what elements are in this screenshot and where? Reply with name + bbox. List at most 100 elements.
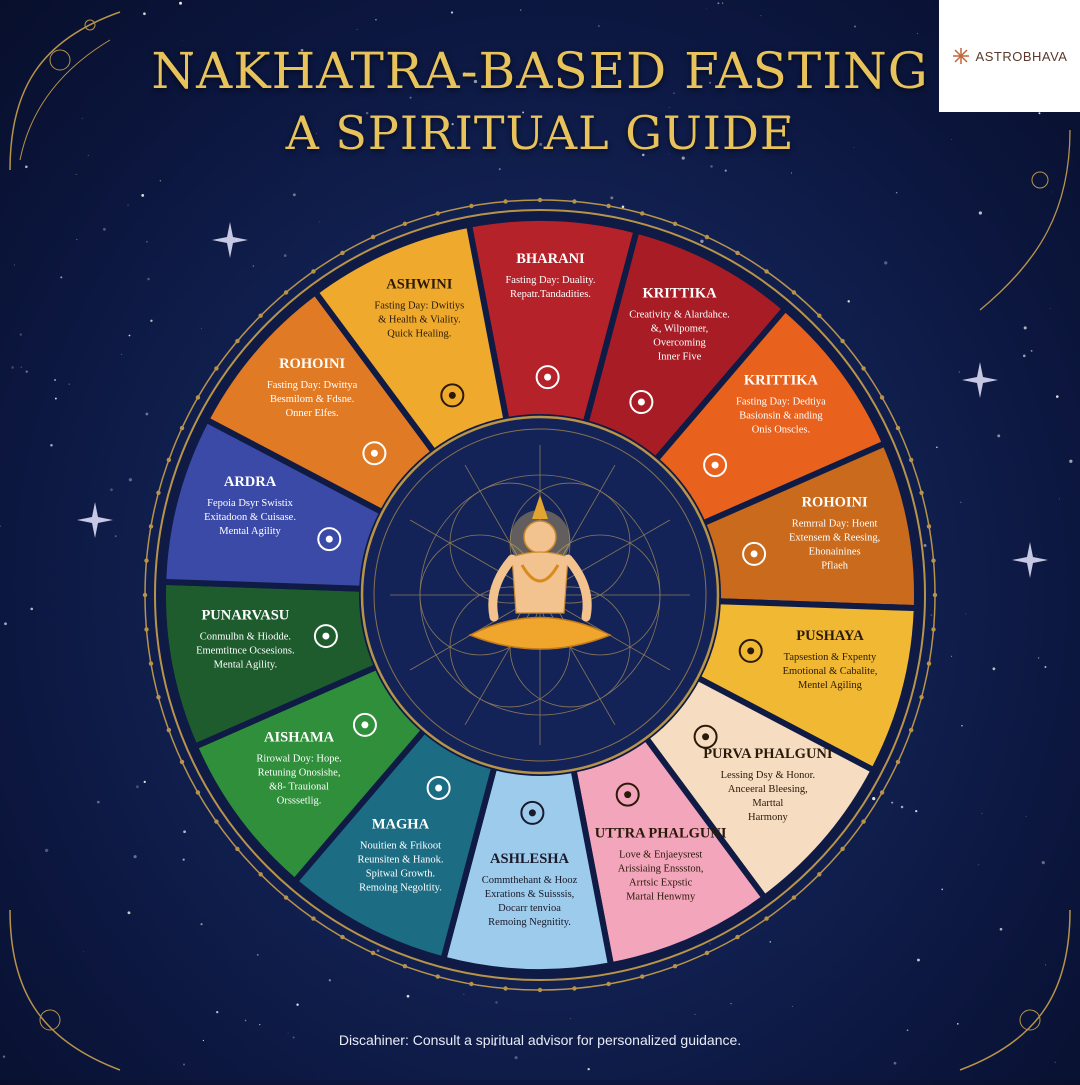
ring-bead [817, 872, 822, 877]
segment-detail-line: Mental Agility [219, 526, 281, 537]
ring-bead [156, 695, 161, 700]
ring-bead [908, 457, 914, 463]
ring-bead [283, 290, 289, 295]
shield-icon [520, 800, 545, 825]
aries-symbol-icon [362, 441, 387, 466]
ring-bead [861, 819, 866, 824]
bow-icon [313, 624, 338, 649]
segment-detail-line: Fasting Day: Duality. [505, 275, 595, 286]
ring-bead [214, 366, 219, 371]
segment-detail-line: Quick Healing. [387, 328, 451, 339]
ring-bead [931, 558, 936, 563]
meditating-deity-icon [468, 495, 612, 650]
hammock-icon [615, 782, 640, 807]
segment-detail-line: Arissiaing Enssston, [618, 864, 704, 875]
ring-bead [144, 627, 149, 632]
segment-detail-line: Fepoia Dsyr Swistix [207, 498, 294, 509]
bow-arrow-icon [738, 638, 763, 663]
ring-bead [370, 950, 376, 956]
segment-title: KRITTIKA [642, 285, 717, 301]
segment-title: ARDRA [224, 474, 277, 490]
segment-title: UTTRA PHALGUNI [595, 826, 727, 842]
ring-bead [156, 490, 161, 495]
ring-bead [166, 727, 172, 733]
ring-bead [258, 872, 263, 877]
ring-bead [572, 199, 577, 204]
segment-detail-line: Pflaeh [821, 560, 849, 571]
ring-bead [572, 986, 577, 991]
segment-title: MAGHA [372, 817, 430, 833]
ring-bead [235, 338, 240, 344]
ring-bead [402, 963, 408, 969]
ring-bead [195, 790, 201, 795]
brand-name: ASTROBHAVA [975, 48, 1068, 64]
ring-bead [537, 987, 543, 993]
segment-detail-line: Reunsiten & Hanok. [357, 855, 443, 866]
segment-detail-line: Creativity & Alardahce. [629, 309, 730, 320]
ring-bead [640, 974, 645, 979]
ring-bead [926, 524, 932, 529]
ring-bead [503, 986, 508, 991]
segment-detail-line: Conmulbn & Hiodde. [200, 632, 291, 643]
ring-bead [672, 221, 678, 227]
segment-title: ROHOINI [802, 494, 868, 510]
ring-bead [791, 290, 797, 295]
ring-bead [791, 895, 797, 900]
ring-bead [919, 695, 924, 700]
ring-bead [258, 313, 263, 318]
ring-bead [340, 250, 345, 256]
ring-bead [144, 558, 149, 563]
serpent-icon [426, 775, 451, 800]
segment-title: AISHAMA [264, 730, 335, 746]
segment-detail-line: & Health & Viality. [378, 314, 460, 325]
ring-bead [537, 197, 543, 203]
segment-detail-line: Retuning Onosishe, [258, 768, 341, 779]
brand-logo[interactable]: ASTROBHAVA [939, 0, 1080, 112]
segment-detail-line: Marttal [752, 798, 783, 809]
flame-icon [703, 453, 728, 478]
ring-bead [402, 221, 408, 227]
coiled-snake-icon [352, 712, 377, 737]
ring-bead [931, 627, 936, 632]
segment-detail-line: Emotional & Cabalite, [783, 666, 878, 677]
segment-detail-line: Exrations & Suisssis, [485, 889, 575, 900]
ring-bead [817, 313, 822, 318]
segment-detail-line: Docarr tenvioa [498, 903, 561, 914]
ring-bead [503, 199, 508, 204]
segment-detail-line: Anceeral Bleesing, [728, 784, 808, 795]
segment-detail-line: Ehonainines [809, 546, 861, 557]
segment-detail-line: &8- Trauional [269, 782, 329, 793]
segment-detail-line: Nouitien & Frikoot [360, 841, 441, 852]
segment-detail-line: Repatr.Tandadities. [510, 289, 591, 300]
segment-detail-line: Orsssetlig. [277, 796, 322, 807]
ring-bead [469, 203, 474, 209]
ring-bead [919, 490, 924, 495]
segment-detail-line: &, Wilpomer, [651, 323, 709, 334]
ring-bead [704, 950, 710, 956]
ring-bead [764, 916, 769, 921]
ring-bead [879, 395, 885, 400]
trolley-icon [317, 527, 342, 552]
segment-title: BHARANI [516, 251, 585, 267]
cart-icon [742, 541, 767, 566]
ring-bead [283, 895, 289, 900]
ring-bead [195, 395, 201, 400]
segment-title: PUNARVASU [201, 608, 289, 624]
ring-bead [840, 338, 845, 344]
segment-detail-line: Fasting Day: Dwittya [267, 380, 358, 391]
corner-ornament-bottom-left [0, 900, 140, 1085]
ring-bead [879, 790, 885, 795]
ring-bead [311, 269, 316, 274]
ring-bead [895, 759, 901, 765]
corner-ornament-top-left [0, 0, 140, 185]
sunburst-logo-icon [952, 48, 969, 64]
center-ring [373, 428, 707, 762]
ring-bead [370, 234, 376, 240]
segment-title: PURVA PHALGUNI [703, 746, 833, 762]
segment-detail-line: Extensem & Reesing, [789, 532, 880, 543]
ring-bead [166, 457, 172, 463]
ring-bead [672, 963, 678, 969]
